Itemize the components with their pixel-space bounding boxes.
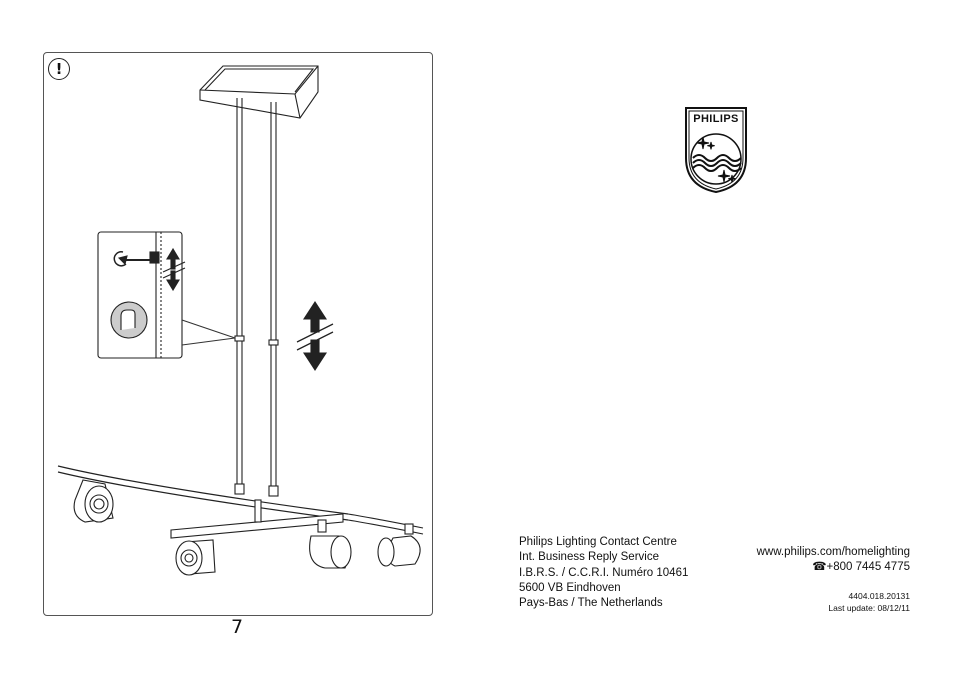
document-info: 4404.018.20131 Last update: 08/12/11 xyxy=(828,591,910,614)
spot-lamp xyxy=(377,523,421,567)
instruction-panel xyxy=(43,52,433,616)
detail-inset xyxy=(97,231,236,359)
website-link[interactable]: www.philips.com/homelighting xyxy=(756,546,910,558)
page-number: 7 xyxy=(230,616,244,638)
last-update: Last update: 08/12/11 xyxy=(828,602,910,613)
phone-number: +800 7445 4775 xyxy=(826,561,910,573)
lamp-installation-drawing xyxy=(57,65,424,576)
spot-lamp xyxy=(73,479,114,523)
contact-line: I.B.R.S. / C.C.R.I. Numéro 10461 xyxy=(519,566,689,579)
ceiling-canopy xyxy=(199,65,319,119)
contact-line: Pays-Bas / The Netherlands xyxy=(519,597,663,610)
suspension-rods xyxy=(234,98,279,497)
contact-address: Philips Lighting Contact Centre Int. Bus… xyxy=(519,535,688,611)
up-down-arrow-icon xyxy=(296,300,334,372)
warning-icon: ! xyxy=(48,58,70,80)
lamp-bars xyxy=(57,465,424,539)
phone-line: ☎+800 7445 4775 xyxy=(757,560,910,575)
brand-name: PHILIPS xyxy=(693,113,739,125)
document-code: 4404.018.20131 xyxy=(848,591,910,601)
contact-line: Int. Business Reply Service xyxy=(519,551,659,564)
spot-lamp xyxy=(175,539,216,576)
philips-shield-icon xyxy=(685,107,747,194)
contact-line: 5600 VB Eindhoven xyxy=(519,581,621,594)
phone-icon: ☎ xyxy=(812,561,827,573)
contact-line: Philips Lighting Contact Centre xyxy=(519,536,677,548)
spot-lamp xyxy=(309,519,352,569)
web-contact: www.philips.com/homelighting ☎+800 7445 … xyxy=(757,545,910,575)
